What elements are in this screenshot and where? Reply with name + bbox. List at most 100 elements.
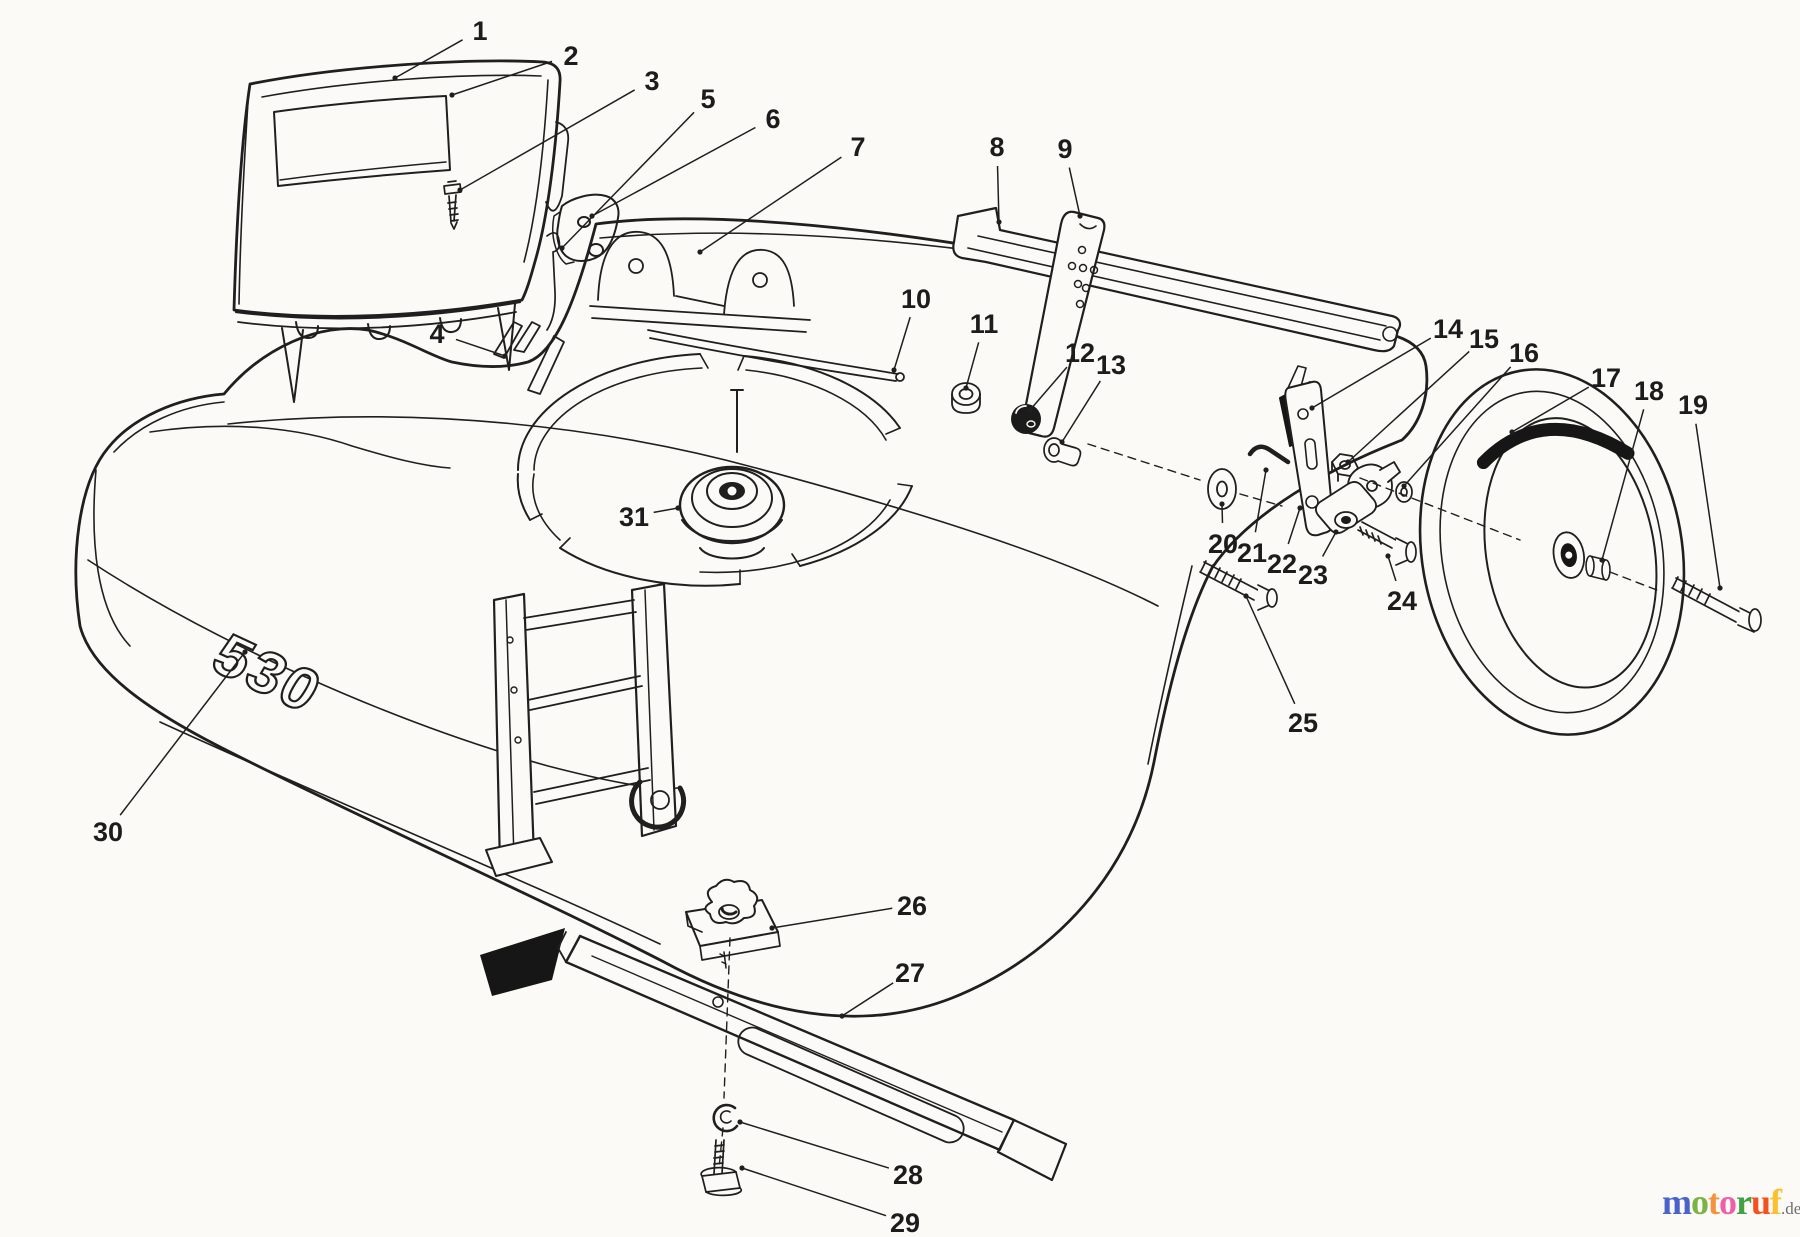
motoruf-logo[interactable]: motoruf.de xyxy=(1662,1178,1800,1232)
mount-bolt xyxy=(1199,560,1278,611)
motoruf-logo-letters: motoruf xyxy=(1662,1182,1782,1222)
callout-leader-31 xyxy=(653,507,679,514)
callout-tip-18 xyxy=(1599,557,1605,563)
wheel-assembly xyxy=(1418,368,1686,736)
callout-leader-7 xyxy=(699,156,842,253)
callout-number-19: 19 xyxy=(1678,390,1708,420)
callout-number-2: 2 xyxy=(563,41,578,71)
callout-leader-21 xyxy=(1254,469,1267,533)
callout-tip-7 xyxy=(697,249,703,255)
spindle-pulley-assembly xyxy=(678,389,786,560)
callout-leader-10 xyxy=(893,316,911,371)
callout-number-27: 27 xyxy=(895,958,925,988)
callout-number-12: 12 xyxy=(1065,338,1095,368)
hinge-rod xyxy=(647,329,905,382)
callout-leader-14 xyxy=(1311,337,1432,409)
adjuster-knob xyxy=(1011,404,1041,434)
engine-mount-towers xyxy=(589,231,811,333)
callout-number-15: 15 xyxy=(1469,324,1499,354)
door-handle-recess xyxy=(273,95,451,187)
hook-pin xyxy=(1247,444,1291,465)
callout-number-11: 11 xyxy=(970,309,999,339)
callout-tip-26 xyxy=(769,925,775,931)
callout-number-13: 13 xyxy=(1096,350,1126,380)
callout-tip-14 xyxy=(1309,405,1315,411)
pivot-bracket xyxy=(1315,481,1377,534)
callout-number-9: 9 xyxy=(1057,134,1072,164)
bracket-plate xyxy=(552,193,620,265)
callout-leader-19 xyxy=(1695,423,1721,589)
callout-leader-30 xyxy=(119,651,246,816)
callout-tip-8 xyxy=(996,219,1002,225)
flange-bolt xyxy=(1043,437,1082,467)
callout-tip-3 xyxy=(457,187,463,193)
rear-door-panel xyxy=(232,59,570,403)
discharge-chute xyxy=(952,206,1402,353)
callout-leader-24 xyxy=(1387,555,1397,582)
callout-leader-25 xyxy=(1245,595,1296,705)
callout-leader-12 xyxy=(1029,366,1068,411)
rim xyxy=(1483,417,1658,689)
callout-tip-10 xyxy=(891,367,897,373)
axle-bolt xyxy=(1671,576,1762,633)
callout-tip-30 xyxy=(242,649,248,655)
callout-tip-22 xyxy=(1297,505,1303,511)
callout-number-8: 8 xyxy=(989,132,1004,162)
logo-letter: r xyxy=(1736,1182,1752,1222)
callout-leader-5 xyxy=(561,111,695,249)
callout-leader-28 xyxy=(739,1121,890,1169)
star-knob xyxy=(704,878,759,925)
carriage-bolt xyxy=(1357,521,1417,566)
callout-leader-9 xyxy=(1068,167,1081,217)
callout-tip-19 xyxy=(1717,585,1723,591)
callout-number-16: 16 xyxy=(1509,338,1539,368)
door-hinge-spikes xyxy=(281,303,516,403)
cutter-blade xyxy=(557,931,1068,1182)
hub xyxy=(1552,531,1586,579)
blade-knob xyxy=(685,878,781,969)
callout-number-1: 1 xyxy=(472,16,487,46)
callout-leader-23 xyxy=(1321,531,1337,557)
callout-tip-27 xyxy=(839,1013,845,1019)
callout-number-3: 3 xyxy=(644,66,659,96)
callout-number-10: 10 xyxy=(901,284,931,314)
callout-tip-1 xyxy=(392,75,398,81)
callout-tip-4 xyxy=(502,353,508,359)
callout-number-26: 26 xyxy=(897,891,927,921)
callout-tip-31 xyxy=(675,505,681,511)
callout-tip-5 xyxy=(559,245,565,251)
callout-tip-24 xyxy=(1385,553,1391,559)
callout-leader-2 xyxy=(451,60,553,96)
callout-number-21: 21 xyxy=(1237,538,1267,568)
callout-tip-13 xyxy=(1059,439,1065,445)
callout-tip-11 xyxy=(963,385,969,391)
door-side-tab xyxy=(545,121,570,212)
logo-letter: u xyxy=(1750,1182,1771,1222)
callout-leader-22 xyxy=(1287,507,1301,545)
callout-number-4: 4 xyxy=(429,319,444,349)
callout-leader-6 xyxy=(591,126,756,217)
callout-leader-4 xyxy=(455,338,506,357)
callout-leader-16 xyxy=(1403,366,1512,487)
callout-number-6: 6 xyxy=(765,104,780,134)
callout-leader-13 xyxy=(1061,380,1101,443)
logo-letter: m xyxy=(1662,1182,1692,1222)
callout-tip-2 xyxy=(449,92,455,98)
callout-leader-18 xyxy=(1601,409,1645,561)
logo-letter: o xyxy=(1719,1182,1737,1222)
callout-number-17: 17 xyxy=(1591,363,1621,393)
wire-spring xyxy=(546,231,561,331)
callout-leader-15 xyxy=(1347,350,1470,463)
lock-washer xyxy=(712,1103,739,1133)
callout-leader-11 xyxy=(965,342,980,389)
callout-tip-12 xyxy=(1027,407,1033,413)
callout-number-18: 18 xyxy=(1634,376,1664,406)
callout-tip-25 xyxy=(1243,593,1249,599)
callout-number-20: 20 xyxy=(1208,529,1238,559)
tire xyxy=(1418,368,1686,736)
callout-tip-23 xyxy=(1333,529,1339,535)
chute-baffle-fins xyxy=(493,321,565,395)
